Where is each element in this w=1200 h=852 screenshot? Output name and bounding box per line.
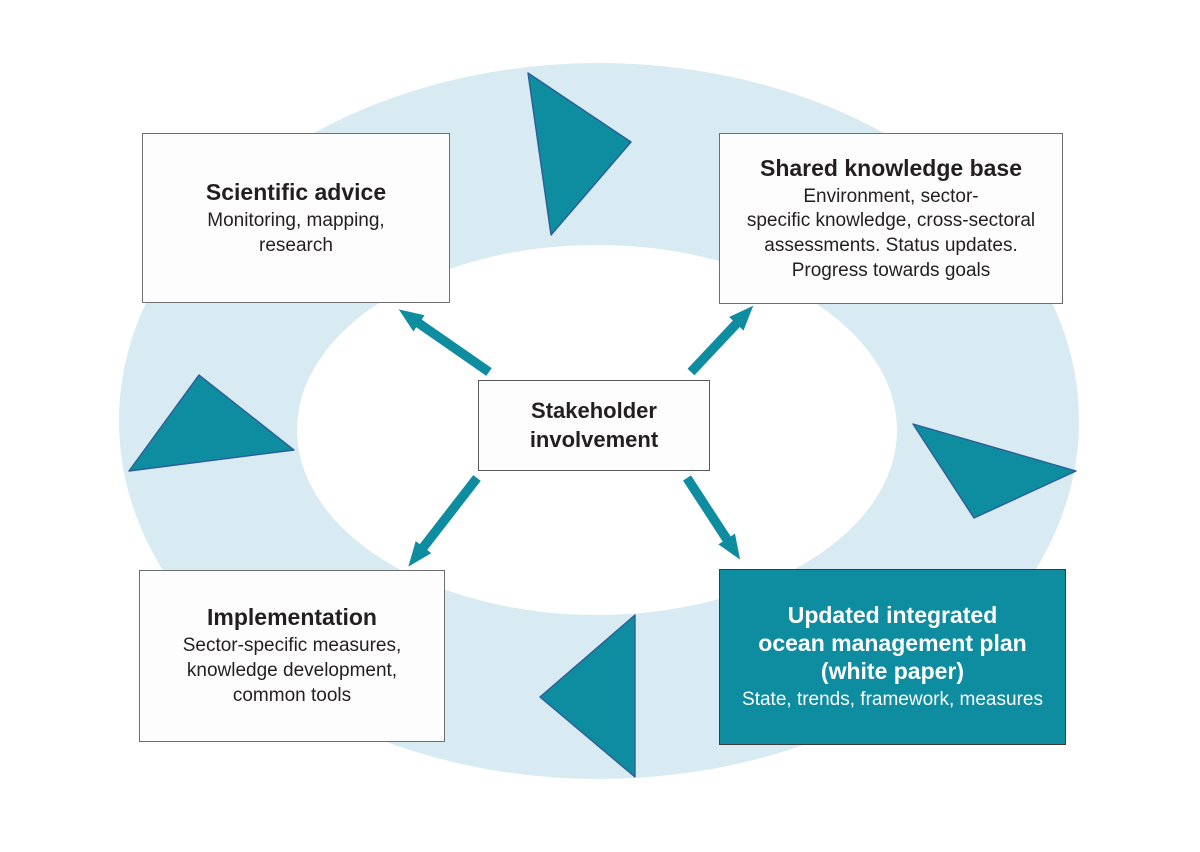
box-updated-plan: Updated integrated ocean management plan… bbox=[719, 569, 1066, 745]
cycle-triangle-right-icon bbox=[912, 423, 1077, 519]
arrow-to-scientific-advice bbox=[398, 309, 492, 376]
box-scientific-advice: Scientific advice Monitoring, mapping, r… bbox=[142, 133, 450, 303]
box-stakeholder-involvement-label: Stakeholder involvement bbox=[529, 397, 659, 452]
arrow-to-updated-plan bbox=[683, 475, 741, 560]
box-shared-knowledge-base-title: Shared knowledge base bbox=[759, 154, 1023, 181]
arrow-to-implementation bbox=[408, 475, 481, 567]
cycle-triangle-bottom-icon bbox=[539, 614, 636, 778]
box-shared-knowledge-base-body: Environment, sector- specific knowledge,… bbox=[746, 185, 1036, 281]
box-scientific-advice-body: Monitoring, mapping, research bbox=[207, 209, 385, 256]
box-implementation: Implementation Sector-specific measures,… bbox=[139, 570, 445, 742]
box-updated-plan-body: State, trends, framework, measures bbox=[742, 689, 1043, 711]
arrow-to-shared-knowledge bbox=[687, 305, 754, 376]
box-stakeholder-involvement: Stakeholder involvement bbox=[478, 380, 710, 471]
cycle-triangle-top-icon bbox=[527, 72, 632, 236]
box-scientific-advice-title: Scientific advice bbox=[205, 178, 387, 205]
box-implementation-title: Implementation bbox=[207, 604, 377, 631]
box-shared-knowledge-base: Shared knowledge base Environment, secto… bbox=[719, 133, 1063, 304]
cycle-triangle-left-icon bbox=[128, 374, 295, 472]
box-implementation-body: Sector-specific measures, knowledge deve… bbox=[182, 635, 402, 706]
box-updated-plan-title: Updated integrated ocean management plan… bbox=[758, 602, 1027, 685]
